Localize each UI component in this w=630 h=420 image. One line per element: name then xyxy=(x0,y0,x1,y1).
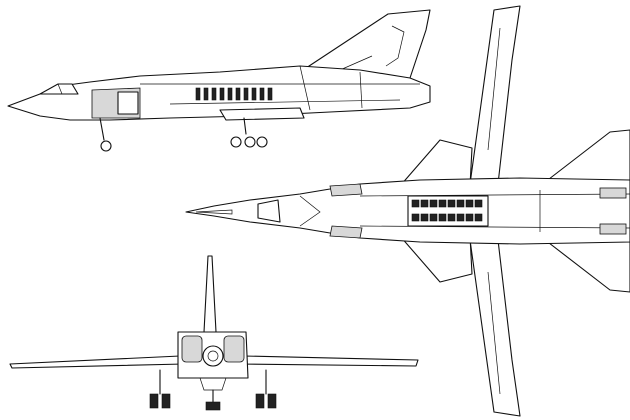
front-main-gear-left xyxy=(149,369,171,409)
top-view xyxy=(185,5,630,417)
front-wing-right xyxy=(239,355,419,367)
front-vertical-fin xyxy=(203,255,217,333)
front-wing-left xyxy=(9,355,185,369)
top-wing-upper xyxy=(469,5,521,185)
front-view xyxy=(9,255,419,411)
top-wing-lower xyxy=(469,239,521,417)
side-bomb-rack xyxy=(195,87,273,101)
top-bomb-bay xyxy=(407,195,489,227)
side-main-gear xyxy=(230,117,268,148)
top-cockpit xyxy=(257,199,281,223)
front-main-gear-right xyxy=(255,369,277,409)
top-stabilizer-upper xyxy=(539,129,630,187)
side-view xyxy=(7,9,431,152)
side-nose-gear xyxy=(99,117,112,152)
top-stabilizer-lower xyxy=(539,235,630,293)
side-canopy xyxy=(39,83,79,95)
